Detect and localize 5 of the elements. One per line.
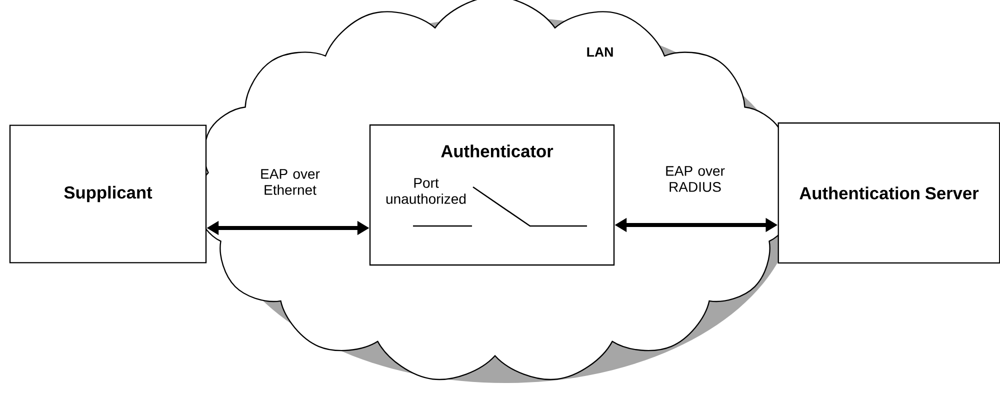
process-box: Authenticator Port unauthorized <box>369 124 615 266</box>
edge-label: EAP over RADIUS <box>666 166 725 192</box>
process-box: Supplicant <box>9 124 207 264</box>
edge-label: EAP over Ethernet <box>261 169 320 195</box>
process-box: Authentication Server <box>778 122 1000 264</box>
